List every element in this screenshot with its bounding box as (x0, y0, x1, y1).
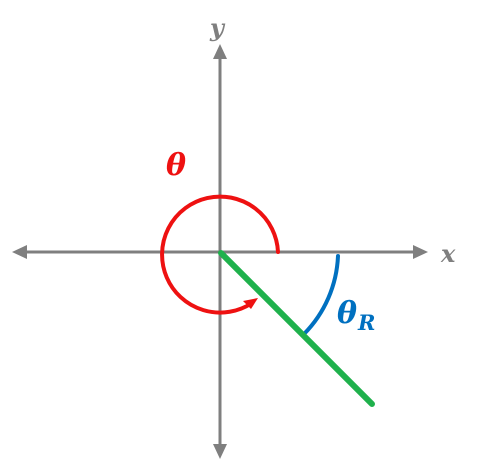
theta-r-main: θ (337, 296, 357, 331)
y-axis-top-arrow (213, 44, 227, 59)
x-axis-left-arrow (12, 245, 27, 259)
theta-label: θ (166, 148, 186, 183)
reference-angle-arc (302, 254, 340, 336)
x-axis-right-arrow (413, 245, 428, 259)
theta-arrowhead (243, 298, 258, 309)
theta-r-subscript: R (357, 310, 375, 335)
theta-arc (160, 194, 280, 315)
x-axis-label: x (440, 239, 456, 268)
terminal-side (218, 250, 375, 407)
theta-r-label: θR (337, 296, 375, 335)
y-axis-bottom-arrow (213, 444, 227, 459)
y-axis-label: y (209, 13, 226, 42)
